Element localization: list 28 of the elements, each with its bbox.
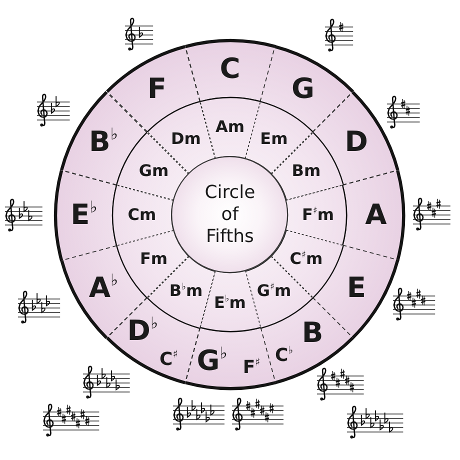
- enharmonic-key-label: F$^{♯}$: [242, 359, 260, 378]
- major-key-label: G: [292, 74, 314, 103]
- major-key-label: E: [346, 274, 366, 302]
- enharmonic-key-label: C$^{♯}$: [160, 350, 178, 368]
- major-key-label: B: [302, 318, 324, 347]
- enharmonic-key-label: C$^{♭}$: [275, 346, 294, 365]
- major-key-label: D$^{♭}$: [127, 316, 158, 345]
- minor-key-label: C$^{♯}$m: [290, 250, 323, 267]
- major-key-label: F: [147, 74, 167, 103]
- minor-key-label: F$^{♯}$m: [302, 206, 334, 223]
- major-key-label: A: [365, 200, 387, 229]
- minor-key-label: B$^{♭}$m: [169, 283, 203, 300]
- minor-key-label: E$^{♭}$m: [214, 294, 246, 311]
- minor-key-label: Fm: [140, 250, 168, 267]
- minor-key-label: Em: [260, 130, 288, 147]
- major-key-label: D: [344, 128, 368, 156]
- minor-key-label: Am: [215, 118, 245, 135]
- major-key-label: C: [220, 54, 240, 83]
- minor-key-label: Cm: [128, 206, 156, 223]
- minor-key-label: Bm: [292, 162, 321, 179]
- major-key-label: G$^{♭}$: [196, 346, 228, 375]
- major-key-label: B$^{♭}$: [89, 128, 118, 156]
- minor-key-label: Dm: [171, 130, 201, 147]
- major-key-label: E$^{♭}$: [70, 200, 98, 229]
- circle-title: Circle of Fifths: [204, 182, 256, 248]
- minor-key-label: G$^{♯}$m: [256, 283, 292, 300]
- major-key-label: A$^{♭}$: [88, 274, 118, 302]
- minor-key-label: Gm: [138, 162, 169, 179]
